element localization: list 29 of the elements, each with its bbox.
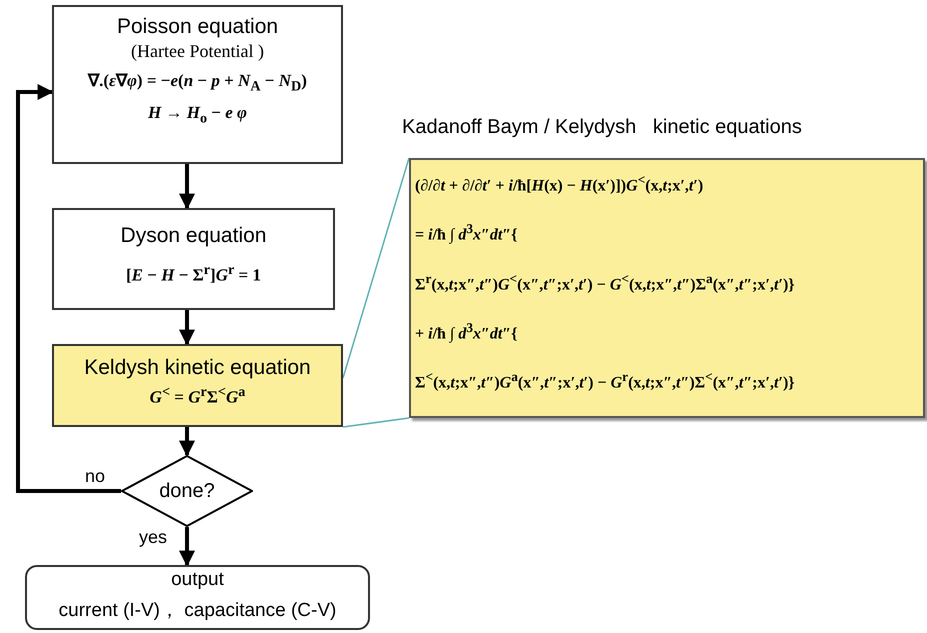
result-text: current (I-V)， capacitance (C-V) <box>58 599 336 623</box>
arrow <box>179 310 195 346</box>
zoom-line <box>342 417 410 428</box>
equation: + i/ħ ∫ d$^{3}$x″dt″{ <box>415 320 518 344</box>
equation: H → H$_{o}$ − e φ <box>148 103 247 128</box>
equation: (Hartee Potential ) <box>131 41 264 62</box>
panel-heading: Kadanoff Baym / Kelydysh kinetic equations <box>402 116 802 139</box>
equation: (∂/∂t + ∂/∂t′ + i/ħ[H(x) − H(x′)])G$^{<}$(x,t;x′,t′) <box>415 172 704 196</box>
equation: Σ$^{r}$(x,t;x″,t″)G$^{<}$(x″,t″;x′,t′) − G$^{<}$(x,t;x″,t″)Σ$^{a}$(x″,t″;x′,t′)} <box>415 270 795 294</box>
box-heading: Dyson equation <box>120 224 266 248</box>
equation: = i/ħ ∫ d$^{3}$x″dt″{ <box>415 221 518 245</box>
process-box <box>52 344 343 427</box>
equation: G$^{<}$ = G$^{r}$Σ$^{<}$G$^{a}$ <box>150 384 246 408</box>
decision-text: done? <box>159 480 215 502</box>
arrow <box>179 427 195 457</box>
equation: ∇.(ε∇φ) = −e(n − p + N$_{A}$ − N$_{D}$) <box>88 70 307 96</box>
equation: Σ$^{<}$(x,t;x″,t″)G$^{a}$(x″,t″;x′,t′) − G$^{r}$(x,t;x″,t″)Σ$^{<}$(x″,t″;x′,t′)} <box>415 369 795 393</box>
box-heading: output <box>171 569 224 591</box>
process-box <box>52 208 335 310</box>
equation: [E − H − Σ$^{r}$]G$^{r}$ = 1 <box>126 262 261 286</box>
arrow <box>179 527 195 567</box>
decision-diamond <box>121 455 253 527</box>
box-heading: Poisson equation <box>116 15 278 39</box>
zoom-line <box>342 158 410 378</box>
terminal-box <box>25 565 370 630</box>
process-box <box>52 5 343 164</box>
arrow <box>179 164 195 210</box>
box-heading: Keldysh kinetic equation <box>84 356 311 380</box>
equation-panel <box>409 158 925 418</box>
